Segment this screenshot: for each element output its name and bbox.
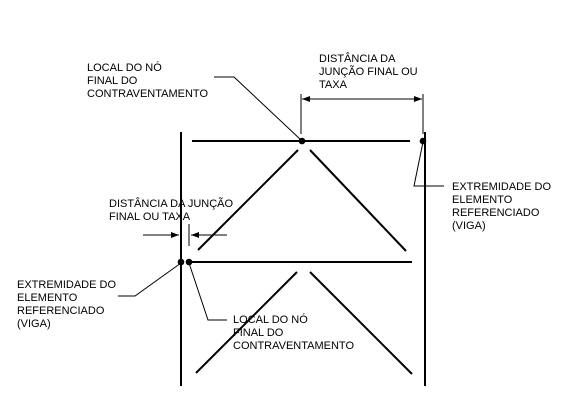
left-distance-label-line-1: DISTÂNCIA DA JUNÇÃO [109,197,234,210]
bottom-node-label-line-2: FINAL DO [233,327,284,339]
left-end-label-line-3: REFERENCIADO [17,305,105,317]
upper-brace-right [309,149,407,252]
left-end-label-line-1: EXTREMIDADE DO [17,279,116,291]
top-node-leader [214,76,302,141]
left-end-label-line-2: ELEMENTO [17,292,78,304]
top-node-label-line-2: FINAL DO [87,75,138,87]
right-end-dot [419,137,427,145]
right-end-label-line-3: REFERENCIADO [452,207,540,219]
right-end-label-line-4: (VIGA) [452,220,486,232]
bottom-node-label-line-3: CONTRAVENTAMENTO [233,340,354,352]
top-distance-label-line-1: DISTÂNCIA DA [319,52,396,65]
lower-brace-left [195,271,298,374]
left-end-leader [118,262,182,297]
bottom-node-dot [185,258,193,266]
left-distance-label-line-2: FINAL OU TAXA [109,211,191,223]
dimension-lines [143,94,424,246]
top-distance-label-line-2: JUNÇÃO FINAL OU [319,65,418,78]
lower-brace-right [309,271,413,375]
bottom-node-label-line-1: LOCAL DO NÓ [233,313,308,326]
top-distance-label-line-3: TAXA [319,79,348,91]
left-end-label-line-4: (VIGA) [17,318,51,330]
right-end-label-line-2: ELEMENTO [452,194,513,206]
upper-brace-left [197,149,299,251]
bottom-node-leader [188,262,227,321]
top-node-label-line-1: LOCAL DO NÓ [87,61,162,74]
leader-lines [118,76,444,321]
right-end-label-line-1: EXTREMIDADE DO [452,181,551,193]
top-node-label-line-3: CONTRAVENTAMENTO [87,88,208,100]
right-end-leader [413,141,444,187]
